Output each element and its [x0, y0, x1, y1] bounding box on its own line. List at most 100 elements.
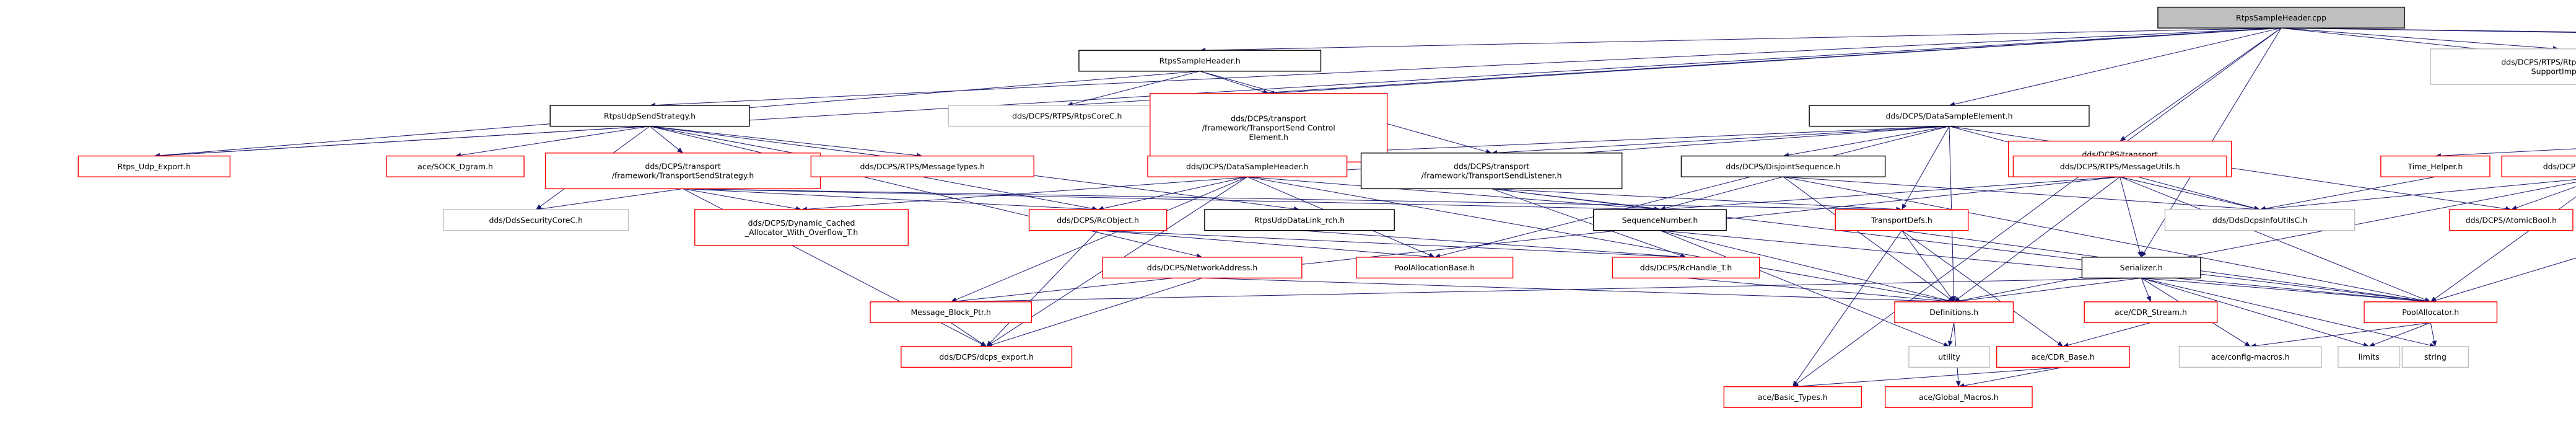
- edge-root-to-n10: [649, 27, 2282, 106]
- node-box-n11: [77, 155, 231, 177]
- edge-n20-to-n31: [2511, 186, 2576, 210]
- edge-n15-to-n38: [951, 176, 1247, 303]
- node-n36[interactable]: Serializer.h: [2081, 257, 2201, 279]
- edge-n10-to-n33: [649, 126, 1203, 258]
- node-label-n13a: dds/DCPS/transport: [645, 162, 720, 171]
- edge-n17-to-n28: [1659, 176, 1784, 210]
- node-n12[interactable]: ace/SOCK_Dgram.h: [386, 155, 525, 177]
- arrowhead-n39-to-n43: [1947, 340, 1953, 347]
- node-n20[interactable]: dds/DCPS/Service_Participant.h: [2501, 155, 2576, 177]
- node-box-n2: [948, 105, 1186, 127]
- edge-root-to-n4: [1949, 27, 2282, 106]
- node-n28[interactable]: SequenceNumber.h: [1593, 209, 1727, 231]
- arrowhead-n36-to-n40: [2146, 295, 2151, 302]
- edge-n1-to-n2: [1067, 71, 1200, 106]
- node-label-n25a: dds/DCPS/Dynamic_Cached: [748, 218, 855, 228]
- arrowhead-n10-to-n13: [677, 148, 683, 153]
- node-n48[interactable]: ace/Basic_Types.h: [1723, 386, 1862, 408]
- edge-n36-to-n41: [2141, 277, 2431, 303]
- edge-n40-to-n44: [2063, 322, 2151, 347]
- node-box-n41: [2364, 301, 2498, 324]
- node-n49[interactable]: ace/Global_Macros.h: [1884, 386, 2033, 408]
- node-label-n3b: /framework/TransportSend Control: [1202, 123, 1335, 133]
- edge-n41-to-n46: [2369, 322, 2431, 347]
- node-n44[interactable]: ace/CDR_Base.h: [1996, 346, 2130, 368]
- node-n33[interactable]: dds/DCPS/NetworkAddress.h: [1102, 257, 1303, 279]
- node-n13[interactable]: dds/DCPS/transport/framework/TransportSe…: [544, 153, 821, 190]
- node-n24: dds/DdsSecurityCoreC.h: [443, 209, 629, 231]
- node-box-n26: [1028, 209, 1168, 231]
- edge-n44-to-n48: [1792, 366, 2063, 388]
- node-n1[interactable]: RtpsSampleHeader.h: [1078, 50, 1322, 72]
- edge-n7-to-n19: [2435, 148, 2576, 157]
- node-box-n34: [1356, 257, 1514, 279]
- node-n11[interactable]: Rtps_Udp_Export.h: [77, 155, 231, 177]
- arrowhead-n36-to-n45: [2244, 341, 2251, 347]
- arrowhead-n29-to-n48: [1792, 380, 1798, 387]
- node-n10[interactable]: RtpsUdpSendStrategy.h: [549, 105, 750, 127]
- edge-n29-to-n44: [1901, 230, 2064, 347]
- edge-n1-to-n3: [1200, 71, 1269, 94]
- edge-n16-to-n35: [1491, 188, 1687, 258]
- node-root[interactable]: RtpsSampleHeader.cpp: [2157, 6, 2405, 29]
- edge-root-to-n3: [1268, 27, 2282, 94]
- arrowhead-n26-to-n42: [986, 340, 992, 347]
- node-box-n30: [2164, 209, 2356, 231]
- edge-root-to-n7: [2281, 27, 2576, 60]
- node-label-n3c: Element.h: [1249, 133, 1288, 142]
- node-label-n27: RtpsUdpDataLink_rch.h: [1254, 215, 1345, 224]
- node-box-n13: [544, 153, 821, 190]
- node-box-n49: [1884, 386, 2033, 408]
- node-n38[interactable]: Message_Block_Ptr.h: [870, 301, 1033, 324]
- node-box-n18: [2012, 155, 2227, 177]
- node-n42[interactable]: dds/DCPS/dcps_export.h: [901, 346, 1073, 368]
- node-n35[interactable]: dds/DCPS/RcHandle_T.h: [1612, 257, 1760, 279]
- node-box-n48: [1723, 386, 1862, 408]
- node-n15[interactable]: dds/DCPS/DataSampleHeader.h: [1147, 155, 1348, 177]
- edge-n4-to-n34: [1434, 126, 1950, 258]
- edge-n29-to-n48: [1792, 230, 1902, 387]
- node-label-n41: PoolAllocator.h: [2402, 308, 2459, 317]
- node-n19[interactable]: Time_Helper.h: [2380, 155, 2491, 177]
- node-box-n12: [386, 155, 525, 177]
- node-n31[interactable]: dds/DCPS/AtomicBool.h: [2449, 209, 2574, 231]
- edge-root-to-n5: [2120, 27, 2282, 142]
- edge-n18-to-n39: [1954, 176, 2120, 303]
- arrowhead-n41-to-n46: [2369, 342, 2375, 347]
- node-n4[interactable]: dds/DCPS/DataSampleElement.h: [1809, 105, 2090, 127]
- node-box-n46: [2338, 346, 2401, 368]
- edge-n17-to-n39: [1783, 176, 1954, 303]
- edge-root-to-n8: [2281, 27, 2576, 33]
- node-label-n14: dds/DCPS/RTPS/MessageTypes.h: [860, 162, 985, 171]
- edge-n18-to-n30: [2120, 176, 2260, 210]
- edge-n28-to-n41: [1659, 230, 2431, 303]
- node-n18[interactable]: dds/DCPS/RTPS/MessageUtils.h: [2012, 155, 2227, 177]
- node-label-n13b: /framework/TransportSendStrategy.h: [612, 171, 754, 180]
- node-n17[interactable]: dds/DCPS/DisjointSequence.h: [1680, 155, 1886, 177]
- node-n26[interactable]: dds/DCPS/RcObject.h: [1028, 209, 1168, 231]
- edge-n28-to-n39: [1659, 230, 1954, 303]
- node-box-n6: [2430, 48, 2576, 86]
- dependency-edges: [154, 27, 2576, 389]
- node-n29[interactable]: TransportDefs.h: [1835, 209, 1969, 231]
- node-n34[interactable]: PoolAllocationBase.h: [1356, 257, 1514, 279]
- node-n41[interactable]: PoolAllocator.h: [2364, 301, 2498, 324]
- node-n25[interactable]: dds/DCPS/Dynamic_Cached_Allocator_With_O…: [694, 209, 909, 246]
- node-n3[interactable]: dds/DCPS/transport/framework/TransportSe…: [1150, 93, 1388, 162]
- node-n27[interactable]: RtpsUdpDataLink_rch.h: [1204, 209, 1395, 231]
- node-n16[interactable]: dds/DCPS/transport/framework/TransportSe…: [1360, 153, 1623, 190]
- edge-n4-to-n29: [1901, 126, 1950, 210]
- arrowhead-root-to-n5: [2120, 136, 2126, 141]
- node-label-n19: Time_Helper.h: [2407, 162, 2463, 171]
- node-n14[interactable]: dds/DCPS/RTPS/MessageTypes.h: [810, 155, 1034, 177]
- node-n40[interactable]: ace/CDR_Stream.h: [2084, 301, 2218, 324]
- node-box-n36: [2081, 257, 2201, 279]
- arrowhead-n28-to-n43: [1943, 342, 1950, 347]
- edge-n33-to-n39: [1202, 277, 1954, 303]
- arrowhead-n39-to-n49: [1955, 381, 1961, 387]
- node-n39[interactable]: Definitions.h: [1894, 301, 2014, 324]
- edge-n33-to-n42: [986, 277, 1203, 347]
- edge-n15-to-n26: [1098, 176, 1247, 210]
- edge-n18-to-n36: [2120, 177, 2142, 257]
